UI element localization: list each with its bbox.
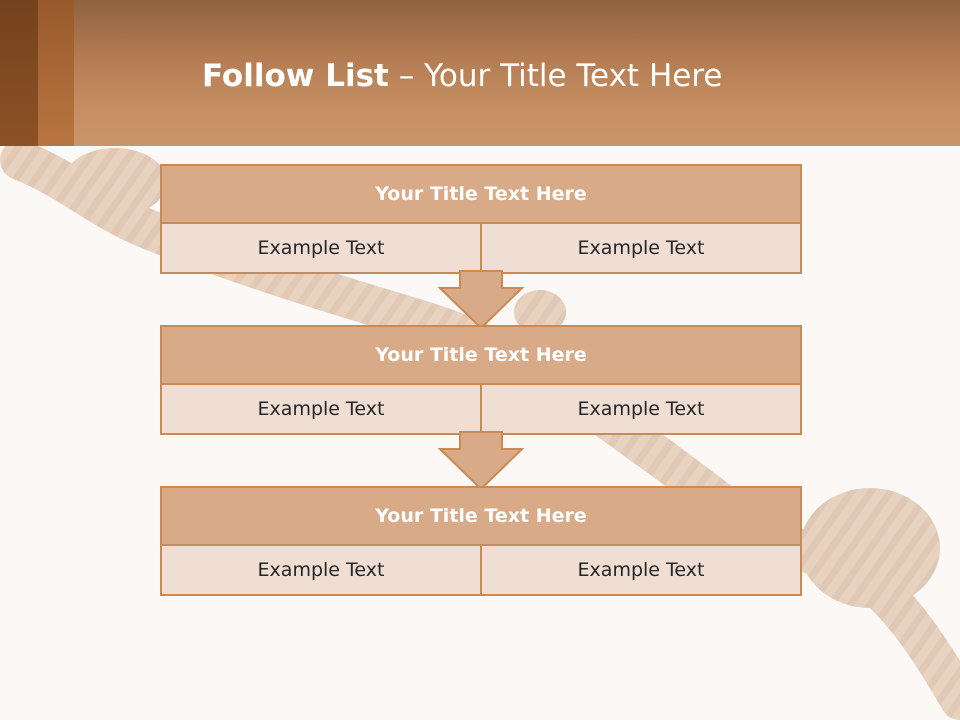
step-cell-left: Example Text [257,237,385,259]
step-block-3[interactable]: Your Title Text Here Example Text Exampl… [160,486,802,596]
header-accent-band-dark [0,0,38,146]
down-arrow-icon [438,431,524,491]
step-cell-right: Example Text [480,224,800,272]
slide-title-bold: Follow List [202,58,389,94]
rope-knot-top [63,148,167,216]
step-title: Your Title Text Here [162,488,800,546]
step-title: Your Title Text Here [162,327,800,385]
header-accent-band-light [38,0,74,146]
step-cell-right: Example Text [480,385,800,433]
down-arrow-icon [438,270,524,330]
step-block-2[interactable]: Your Title Text Here Example Text Exampl… [160,325,802,435]
step-cell-right: Example Text [480,546,800,594]
step-title: Your Title Text Here [162,166,800,224]
step-cell-left: Example Text [257,398,385,420]
slide-title[interactable]: Follow List – Your Title Text Here [202,55,722,97]
step-cell-left: Example Text [257,559,385,581]
rope-knot-bottom [800,488,940,608]
header-bar: Follow List – Your Title Text Here [0,0,960,146]
slide-title-rest: – Your Title Text Here [388,58,723,94]
step-block-1[interactable]: Your Title Text Here Example Text Exampl… [160,164,802,274]
